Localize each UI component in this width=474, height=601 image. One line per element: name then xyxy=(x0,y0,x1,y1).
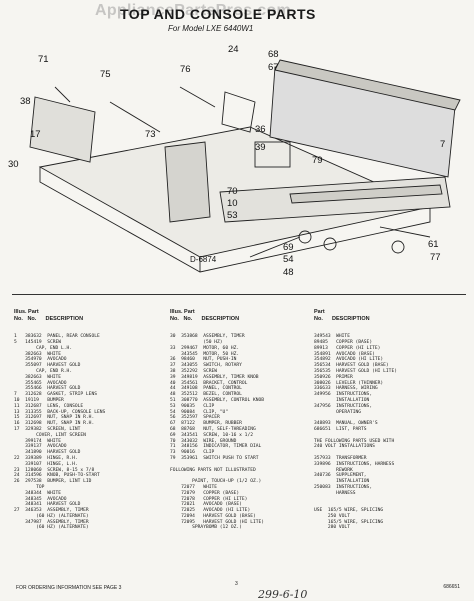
parts-column-1: Illus. Part No. No. DESCRIPTION 1 383632… xyxy=(14,297,164,543)
column-2-header: Illus. Part No. No. DESCRIPTION xyxy=(170,308,240,322)
bracket xyxy=(221,91,256,133)
callout-69: 69 xyxy=(283,242,294,253)
callout-10: 10 xyxy=(227,198,238,209)
callout-70: 70 xyxy=(227,186,238,197)
column-3-rows: 349543 WHITE 89485 COPPER (BASE) 89913 C… xyxy=(314,334,397,531)
divider xyxy=(12,294,466,295)
doc-code: 686651 xyxy=(443,584,460,590)
callout-38: 38 xyxy=(20,96,31,107)
column-1-header: Illus. Part No. No. DESCRIPTION xyxy=(14,308,84,322)
callout-36: 36 xyxy=(255,124,266,135)
callout-76: 76 xyxy=(180,64,191,75)
column-1-rows: 1 383632 PANEL, REAR CONSOLE 5 145419 SC… xyxy=(14,334,106,531)
watermark: AppliancePartsPros.com xyxy=(95,2,291,19)
callout-24: 24 xyxy=(228,44,239,55)
page-number: 3 xyxy=(235,581,238,587)
console-lens-strip xyxy=(289,184,443,204)
handwritten-note: 299-6-10 xyxy=(258,588,308,601)
callout-68: 68 xyxy=(268,49,279,60)
callout-48: 48 xyxy=(283,267,294,278)
column-3-header: Part No. DESCRIPTION xyxy=(314,308,370,322)
column-2-rows: 30 353868 ASSEMBLY, TIMER (50 HZ) 33 299… xyxy=(170,334,265,531)
callout-53: 53 xyxy=(227,210,238,221)
exploded-parts-diagram: 71 38 75 76 24 68 67 7 17 30 36 39 79 73… xyxy=(8,44,461,278)
page-title: TOP AND CONSOLE PARTS xyxy=(120,6,316,22)
console-top-cap xyxy=(274,59,461,111)
rear-panel xyxy=(29,96,96,163)
lint-screen-cover xyxy=(164,141,211,223)
callout-39: 39 xyxy=(255,142,266,153)
callout-75: 75 xyxy=(100,69,111,80)
callout-17: 17 xyxy=(30,129,41,140)
timer-bracket xyxy=(254,141,291,168)
callout-7: 7 xyxy=(440,139,445,150)
order-note: FOR ORDERING INFORMATION SEE PAGE 3 xyxy=(16,585,122,591)
callout-61: 61 xyxy=(428,239,439,250)
diagram-code: D-6874 xyxy=(190,255,217,264)
callout-71: 71 xyxy=(38,54,49,65)
callout-67: 67 xyxy=(268,62,279,73)
parts-column-3: Part No. DESCRIPTION 349543 WHITE 89485 … xyxy=(314,297,464,543)
callout-79: 79 xyxy=(312,155,323,166)
callout-54: 54 xyxy=(283,254,294,265)
parts-column-2: Illus. Part No. No. DESCRIPTION 30 35386… xyxy=(170,297,310,543)
callout-30: 30 xyxy=(8,159,19,170)
knob-2 xyxy=(323,237,337,251)
callout-77: 77 xyxy=(430,252,441,263)
page-subtitle: For Model LXE 6440W1 xyxy=(168,24,254,33)
knob-3 xyxy=(391,240,405,254)
callout-73: 73 xyxy=(145,129,156,140)
